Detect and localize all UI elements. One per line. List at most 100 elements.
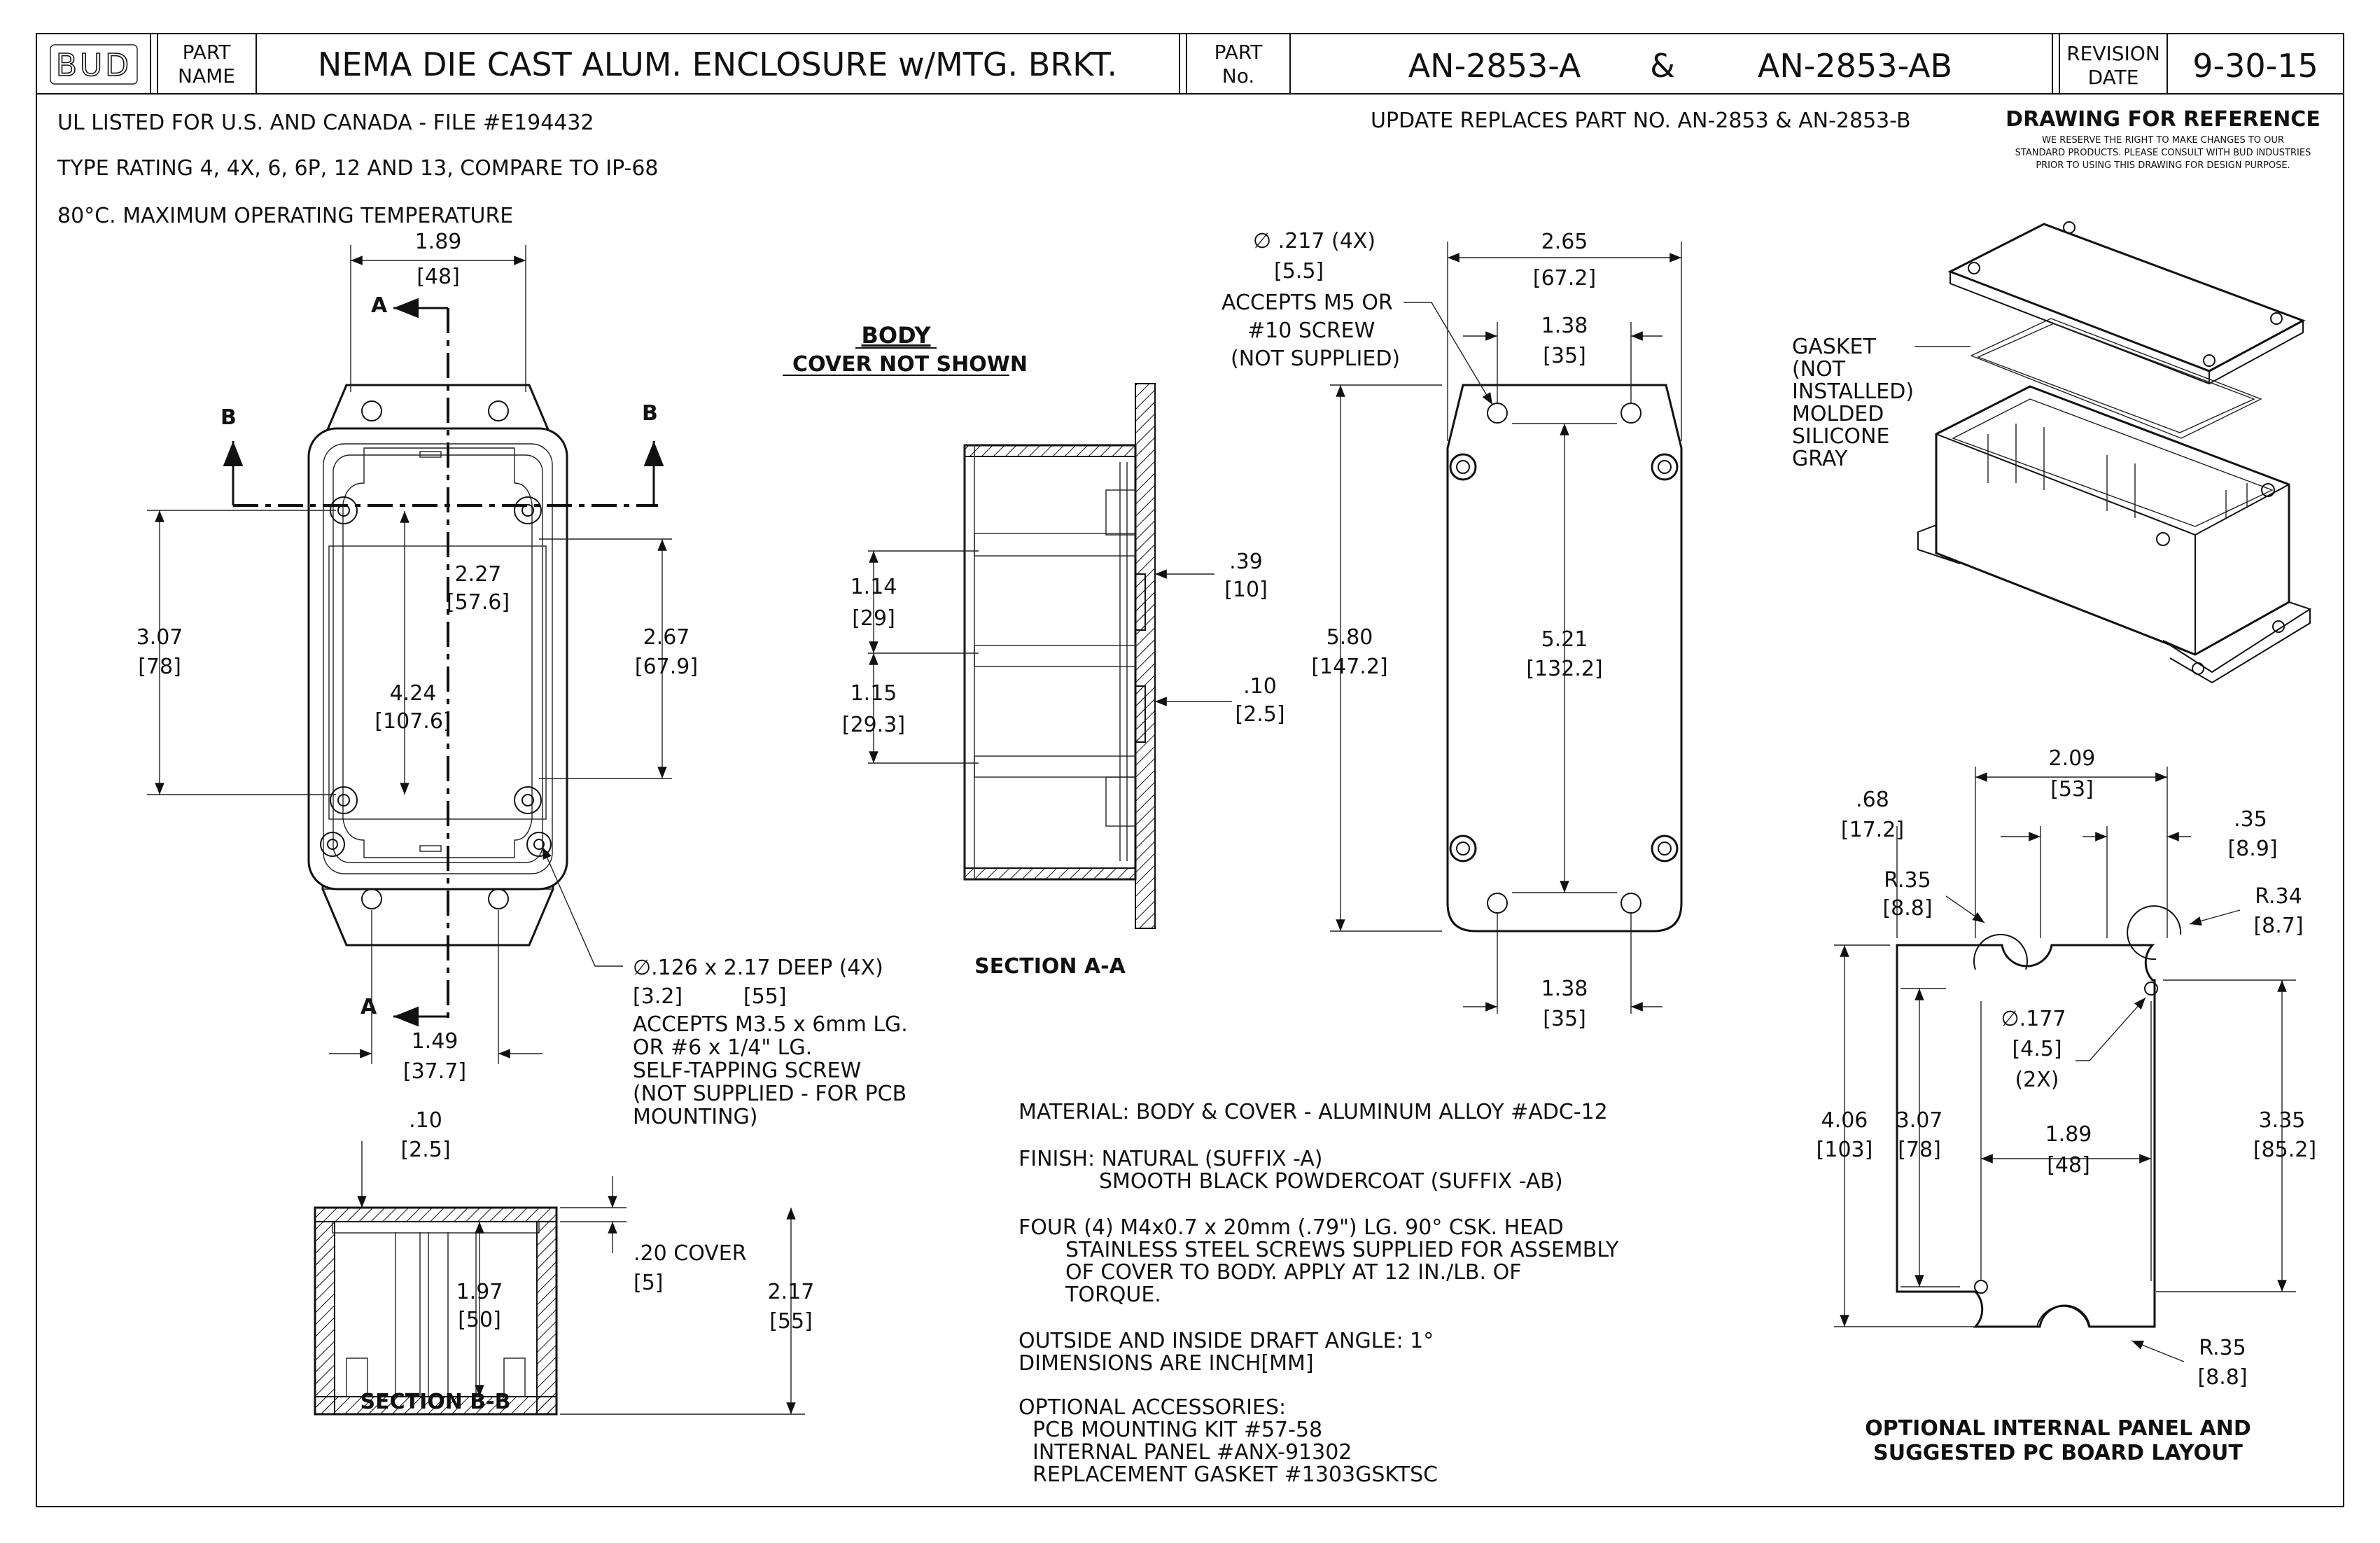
bb-cover-in: .20 COVER [634,1241,747,1266]
panel-inner-w-in: 1.89 [2045,1122,2092,1147]
bb-lip-in: .10 [409,1108,442,1133]
spec-units: DIMENSIONS ARE INCH[MM] [1018,1351,1314,1376]
panel-width-in: 2.09 [2049,746,2096,771]
panel-right-in: .35 [2234,807,2267,832]
section-aa-title: SECTION A-A [974,954,1126,979]
bb-inner-in: 1.97 [456,1280,503,1304]
spec-screws-3: OF COVER TO BODY. APPLY AT 12 IN./LB. OF [1065,1260,1521,1285]
spec-material: MATERIAL: BODY & COVER - ALUMINUM ALLOY … [1018,1100,1608,1124]
spec-finish-2: SMOOTH BLACK POWDERCOAT (SUFFIX -AB) [1099,1169,1563,1194]
gasket-label-6: GRAY [1792,447,1848,471]
dim-inner-width-in: 2.27 [455,562,502,587]
bottom-height-mm: [147.2] [1311,655,1387,679]
hole-note-5: MOUNTING) [633,1105,757,1129]
date-label: DATE [2088,66,2139,89]
bottom-hole-mm: [5.5] [1274,259,1324,284]
section-aa-d2-mm: [29.3] [842,713,905,737]
gasket-label-3: INSTALLED) [1792,379,1914,404]
part-no-label-2: No. [1222,64,1254,88]
spec-accessory-3: REPLACEMENT GASKET #1303GSKTSC [1032,1462,1438,1487]
bottom-accepts-2: #10 SCREW [1247,319,1375,343]
bb-outer-in: 2.17 [768,1280,815,1304]
spec-screws-4: TORQUE. [1065,1283,1161,1307]
bottom-bottom-mm: [35] [1543,1007,1586,1031]
hole-mm-1: [3.2] [633,984,682,1009]
hole-note-3: SELF-TAPPING SCREW [633,1059,861,1083]
panel-right-mm: [8.9] [2227,837,2277,861]
body-subtitle: COVER NOT SHOWN [792,352,1028,377]
panel-h3-mm: [85.2] [2253,1138,2316,1162]
section-b-right-label: B [642,401,658,426]
panel-hole-mm: [4.5] [2012,1037,2062,1061]
hole-note-4: (NOT SUPPLIED - FOR PCB [633,1082,906,1106]
panel-hole-in: ∅.177 [2001,1007,2066,1031]
update-note: UPDATE REPLACES PART NO. AN-2853 & AN-28… [1371,109,1911,133]
title-block: BUD PART NAME NEMA DIE CAST ALUM. ENCLOS… [36,34,2344,95]
dim-inner-height-in: 4.24 [390,681,437,706]
part-no-1: AN-2853-A [1408,47,1581,85]
bb-outer-mm: [55] [769,1309,813,1334]
bottom-hole-in: ∅ .217 (4X) [1253,229,1376,253]
dim-inner-width-mm: [57.6] [447,590,510,615]
panel-inner-w-mm: [48] [2047,1153,2090,1178]
body-title: BODY [862,322,932,349]
panel-title-1: OPTIONAL INTERNAL PANEL AND [1865,1416,2251,1441]
sheet-border [36,33,2344,1507]
temperature-note: 80°C. MAXIMUM OPERATING TEMPERATURE [57,204,513,228]
section-a-top-label: A [371,293,388,318]
hole-note-1: ACCEPTS M3.5 x 6mm LG. [633,1012,908,1037]
body-top-view: A A B B 1.89 [48] 2.27 [57.6] 4.24 [107.… [136,230,1028,1129]
panel-r2-in: R.34 [2255,884,2302,909]
type-rating-note: TYPE RATING 4, 4X, 6, 6P, 12 AND 13, COM… [57,156,659,181]
panel-r1-mm: [8.8] [1882,896,1932,921]
spec-finish-1: FINISH: NATURAL (SUFFIX -A) [1018,1147,1323,1171]
part-name-label: PART [183,41,232,64]
bottom-width-mm: [67.2] [1533,266,1596,291]
bottom-hole-spacing-mm: [132.2] [1526,657,1602,681]
hole-mm-2: [55] [743,984,787,1009]
panel-r3-mm: [8.8] [2197,1365,2247,1390]
panel-h1-in: 4.06 [1821,1108,1868,1133]
dim-left-mm: [78] [138,655,181,679]
reference-line-1: WE RESERVE THE RIGHT TO MAKE CHANGES TO … [2042,135,2284,146]
part-name-label-2: NAME [178,64,235,88]
bb-inner-mm: [50] [458,1308,501,1332]
section-aa-d2-in: 1.15 [850,681,897,706]
bottom-bottom-in: 1.38 [1541,977,1588,1001]
section-b-left-label: B [220,405,237,430]
spec-screws-1: FOUR (4) M4x0.7 x 20mm (.79") LG. 90° CS… [1018,1215,1564,1240]
panel-width-mm: [53] [2050,777,2094,802]
part-name: NEMA DIE CAST ALUM. ENCLOSURE w/MTG. BRK… [318,46,1117,83]
section-aa-d3-mm: [10] [1224,578,1268,602]
panel-h1-mm: [103] [1816,1138,1873,1162]
hole-spec: ∅.126 x 2.17 DEEP (4X) [633,956,883,980]
section-a-bottom-label: A [360,995,377,1019]
bb-cover-mm: [5] [634,1271,664,1295]
section-aa-d1-mm: [29] [852,606,895,631]
reference-line-3: PRIOR TO USING THIS DRAWING FOR DESIGN P… [2036,160,2290,171]
isometric-view: GASKET (NOT INSTALLED) MOLDED SILICONE G… [1792,221,2312,684]
bottom-top-mm: [35] [1543,344,1586,368]
dim-right-mm: [67.9] [635,655,698,679]
dim-right-in: 2.67 [643,625,690,650]
part-no-amp: & [1650,47,1675,85]
section-bb-title: SECTION B-B [360,1390,511,1414]
panel-left-in: .68 [1856,788,1889,812]
dim-width-in: 1.89 [415,230,462,254]
gasket-label-4: MOLDED [1792,402,1884,426]
reference-line-2: STANDARD PRODUCTS. PLEASE CONSULT WITH B… [2015,148,2311,158]
panel-h2-in: 3.07 [1896,1108,1943,1133]
part-no-label: PART [1214,41,1264,64]
panel-r1-in: R.35 [1884,868,1931,893]
reference-title: DRAWING FOR REFERENCE [2005,107,2320,132]
hole-note-2: OR #6 x 1/4" LG. [633,1035,812,1060]
bottom-width-in: 2.65 [1541,230,1588,254]
dim-width-mm: [48] [416,265,460,289]
bottom-hole-spacing-in: 5.21 [1541,627,1588,652]
panel-title-2: SUGGESTED PC BOARD LAYOUT [1873,1441,2243,1465]
top-notes: UL LISTED FOR U.S. AND CANADA - FILE #E1… [57,107,2320,228]
panel-r2-mm: [8.7] [2253,914,2303,938]
panel-hole-qty: (2X) [2015,1068,2059,1092]
bottom-accepts-1: ACCEPTS M5 OR [1222,291,1393,315]
